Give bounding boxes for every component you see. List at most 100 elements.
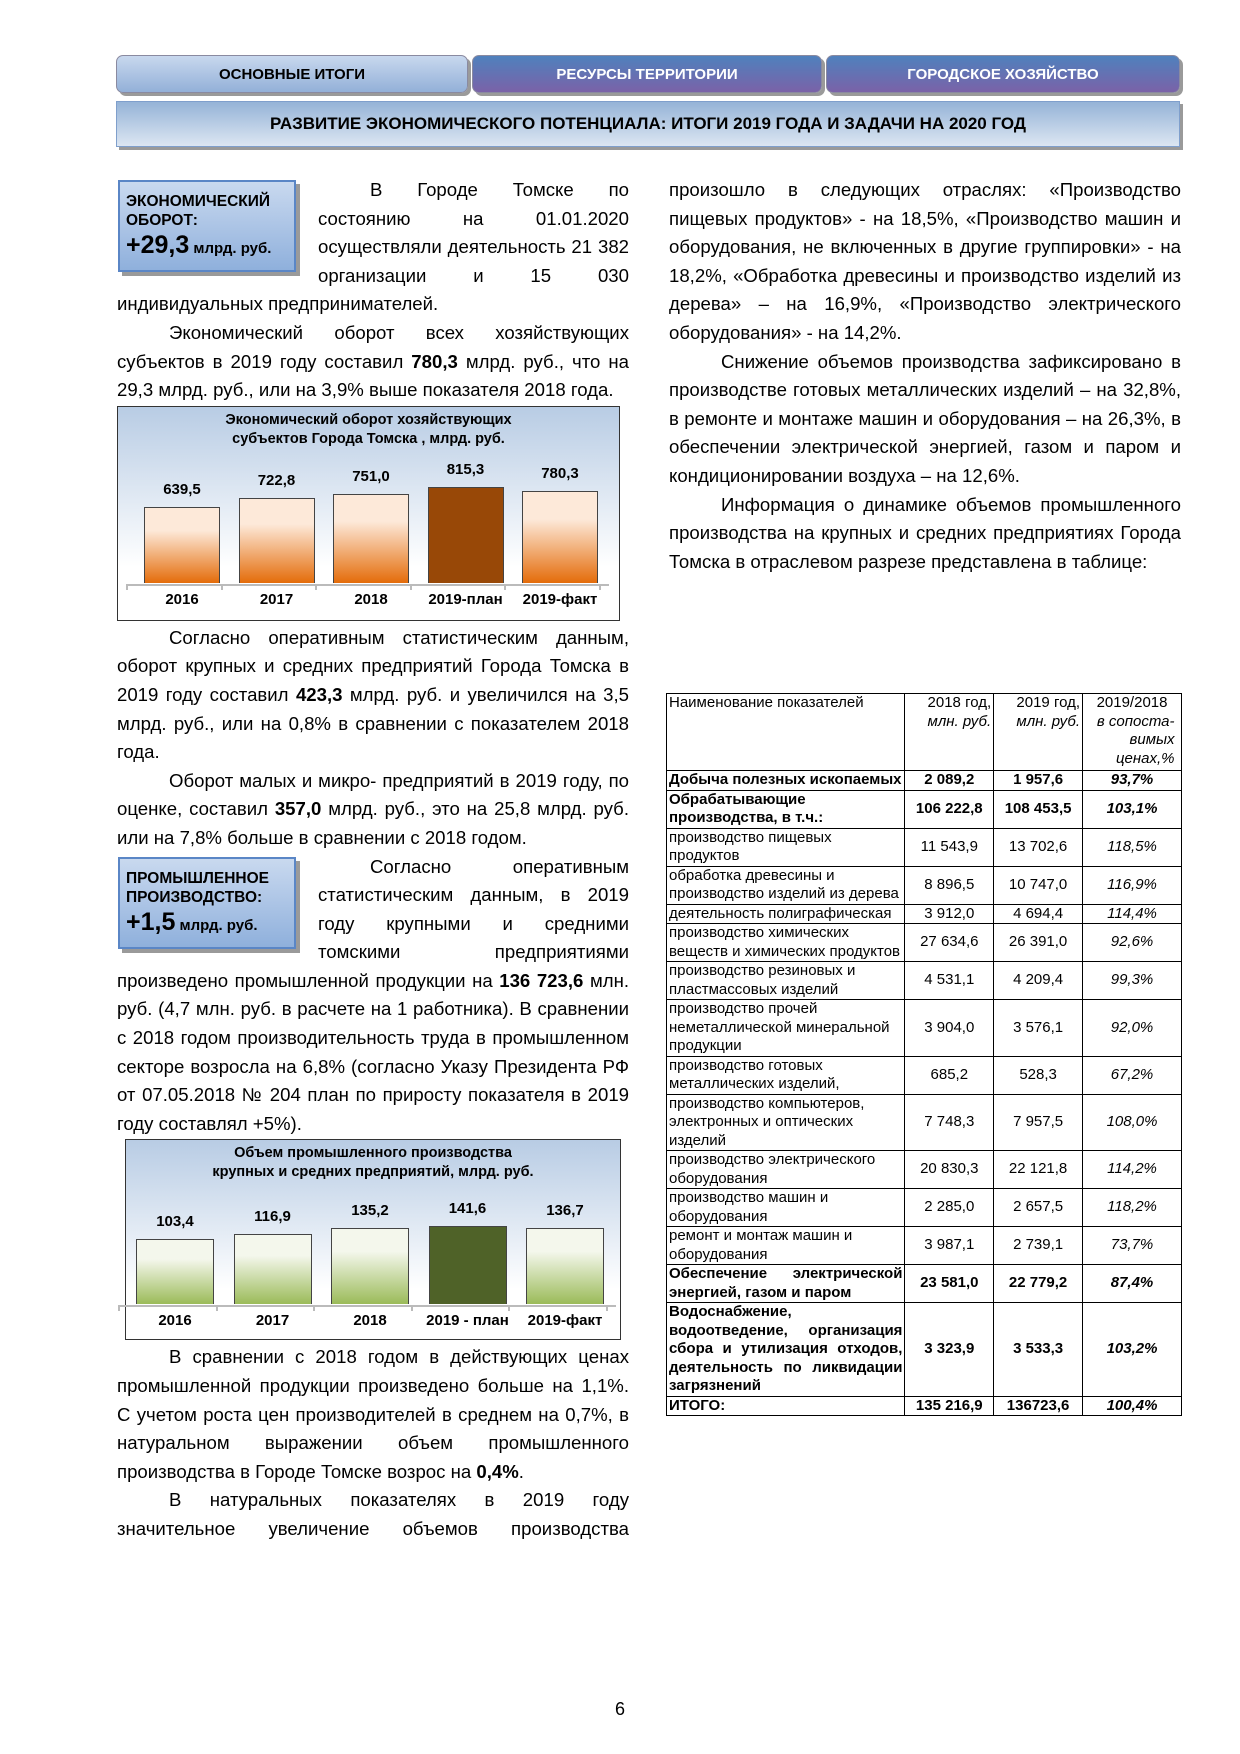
value-ratio: 103,1%: [1082, 789, 1182, 829]
value-2019: 136723,6: [993, 1395, 1084, 1416]
value-2019: 108 453,5: [993, 789, 1084, 829]
x-axis-tick: [409, 583, 412, 590]
x-axis-tick: [126, 583, 128, 590]
table-row: производство химических веществ и химиче…: [665, 923, 1182, 962]
value-2019: 4 209,4: [993, 961, 1084, 1000]
paragraph: В натуральных показателях в 2019 году зн…: [117, 1489, 629, 1539]
header-2019: 2019 год,млн. руб.: [993, 693, 1084, 771]
value-ratio: 103,2%: [1082, 1302, 1182, 1397]
x-axis-tick: [605, 1305, 608, 1312]
value-ratio: 92,6%: [1082, 923, 1182, 962]
paragraph: В Городе Томске по состоянию на 01.01.20…: [117, 179, 629, 315]
callout-title: ЭКОНОМИЧЕСКИЙ ОБОРОТ:: [126, 193, 271, 229]
value-ratio: 99,3%: [1082, 961, 1182, 1000]
tab-main-results[interactable]: ОСНОВНЫЕ ИТОГИ: [116, 55, 468, 93]
data-label: 136,7: [546, 1201, 584, 1219]
value-2019: 22 121,8: [993, 1150, 1084, 1189]
x-axis-tick: [315, 583, 317, 590]
row-name: Обрабатывающие производства, в т.ч.:: [665, 789, 906, 829]
text: млрд. руб., что на 29,3 млрд. руб., или …: [117, 350, 629, 401]
value-2019: 22 779,2: [993, 1264, 1084, 1303]
value-ratio: 92,0%: [1082, 999, 1182, 1057]
table-row: Обеспечение электрической энергией, газо…: [665, 1264, 1182, 1303]
callout-title: ПРОМЫШЛЕННОЕ ПРОИЗВОДСТВО:: [126, 869, 269, 906]
x-axis-tick: [598, 583, 601, 590]
bold-value: 0,4%: [476, 1460, 519, 1482]
value-2018: 4 531,1: [904, 961, 995, 1000]
value-2019: 3 576,1: [993, 999, 1084, 1057]
value-2019: 1 957,6: [993, 770, 1084, 791]
data-label: 141,6: [448, 1200, 487, 1218]
table-header-row: Наименование показателей 2018 год,млн. р…: [665, 693, 1182, 771]
value-2019: 528,3: [993, 1055, 1084, 1095]
row-name: ремонт и монтаж машин и оборудования: [665, 1226, 906, 1265]
value-2018: 23 581,0: [904, 1264, 995, 1303]
text: Экономический оборот всех хозяйствующих …: [117, 321, 629, 372]
value-2019: 13 702,6: [993, 827, 1084, 867]
category-label: 2019-план: [428, 590, 503, 608]
value-ratio: 118,2%: [1082, 1188, 1182, 1227]
header-text: 2019 год,: [1016, 694, 1081, 711]
value-ratio: 108,0%: [1082, 1093, 1182, 1151]
bar-2017: [238, 497, 315, 583]
data-label: 103,4: [156, 1212, 194, 1230]
value-2018: 3 912,0: [904, 903, 995, 924]
text: млн. руб. (4,7 млн. руб. в расчете на 1 …: [117, 969, 630, 1134]
paragraph: Оборот малых и микро- предприятий в 2019…: [117, 767, 629, 853]
row-name: производство электрического оборудования: [665, 1150, 906, 1189]
row-name: деятельность полиграфическая: [665, 903, 906, 924]
tab-city-economy[interactable]: ГОРОДСКОЕ ХОЗЯЙСТВО: [826, 55, 1180, 93]
x-axis: [118, 1305, 616, 1308]
row-name: производство химических веществ и химиче…: [665, 923, 906, 962]
row-name: Водоснабжение, водоотведение, организаци…: [665, 1302, 906, 1397]
paragraph: Снижение объемов производства зафиксиров…: [669, 350, 1181, 486]
x-axis-tick: [215, 1305, 218, 1312]
value-2018: 135 216,9: [904, 1395, 995, 1416]
right-column: произошло в следующих отраслях: «Произво…: [669, 176, 1181, 576]
header-unit: млн. руб.: [927, 712, 992, 730]
value-2018: 3 987,1: [904, 1226, 995, 1265]
bar-2019 - план: [428, 1226, 507, 1305]
page-number: 6: [614, 1699, 625, 1719]
table-row: производство электрического оборудования…: [665, 1150, 1182, 1189]
value-ratio: 93,7%: [1082, 770, 1182, 791]
header-unit: в сопоста-вимых ценах,%: [1096, 712, 1175, 767]
row-name: производство машин и оборудования: [665, 1188, 906, 1227]
bar-2018: [333, 494, 409, 583]
paragraph: Информация о динамике объемов промышленн…: [669, 493, 1181, 572]
bold-value: 423,3: [295, 683, 343, 705]
x-axis-tick: [313, 1305, 315, 1312]
value-2019: 7 957,5: [993, 1093, 1084, 1151]
data-label: 815,3: [446, 460, 485, 478]
chart-title-line: субъектов Города Томска , млрд. руб.: [232, 430, 505, 447]
x-axis: [126, 583, 609, 586]
value-2019: 3 533,3: [993, 1302, 1084, 1397]
row-name: ИТОГО:: [665, 1395, 906, 1416]
x-axis-tick: [410, 1305, 413, 1312]
chart-title-line: крупных и средних предприятий, млрд. руб…: [212, 1164, 534, 1181]
value-2018: 2 285,0: [904, 1188, 995, 1227]
value-2018: 3 323,9: [904, 1302, 995, 1397]
callout-value: +1,5: [126, 907, 176, 936]
tab-territory-resources[interactable]: РЕСУРСЫ ТЕРРИТОРИИ: [472, 55, 822, 93]
tab-label: РЕСУРСЫ ТЕРРИТОРИИ: [556, 65, 738, 83]
value-2019: 2 739,1: [993, 1226, 1084, 1265]
table-row: Водоснабжение, водоотведение, организаци…: [665, 1302, 1182, 1397]
bar-2019-факт: [526, 1227, 604, 1305]
data-label: 116,9: [254, 1208, 291, 1226]
bold-value: 780,3: [411, 350, 458, 372]
value-ratio: 118,5%: [1082, 827, 1182, 867]
row-name: Добыча полезных ископаемых: [665, 770, 906, 791]
paragraph: произошло в следующих отраслях: «Произво…: [669, 179, 1181, 343]
header-text: 2019/2018: [1096, 694, 1168, 711]
data-label: 639,5: [163, 481, 201, 499]
value-2018: 2 089,2: [904, 770, 995, 791]
row-name: производство пищевых продуктов: [665, 827, 906, 867]
chart-title-line: Объем промышленного производства: [234, 1145, 512, 1162]
paragraph: Согласно оперативным статистическим данн…: [117, 853, 629, 1139]
